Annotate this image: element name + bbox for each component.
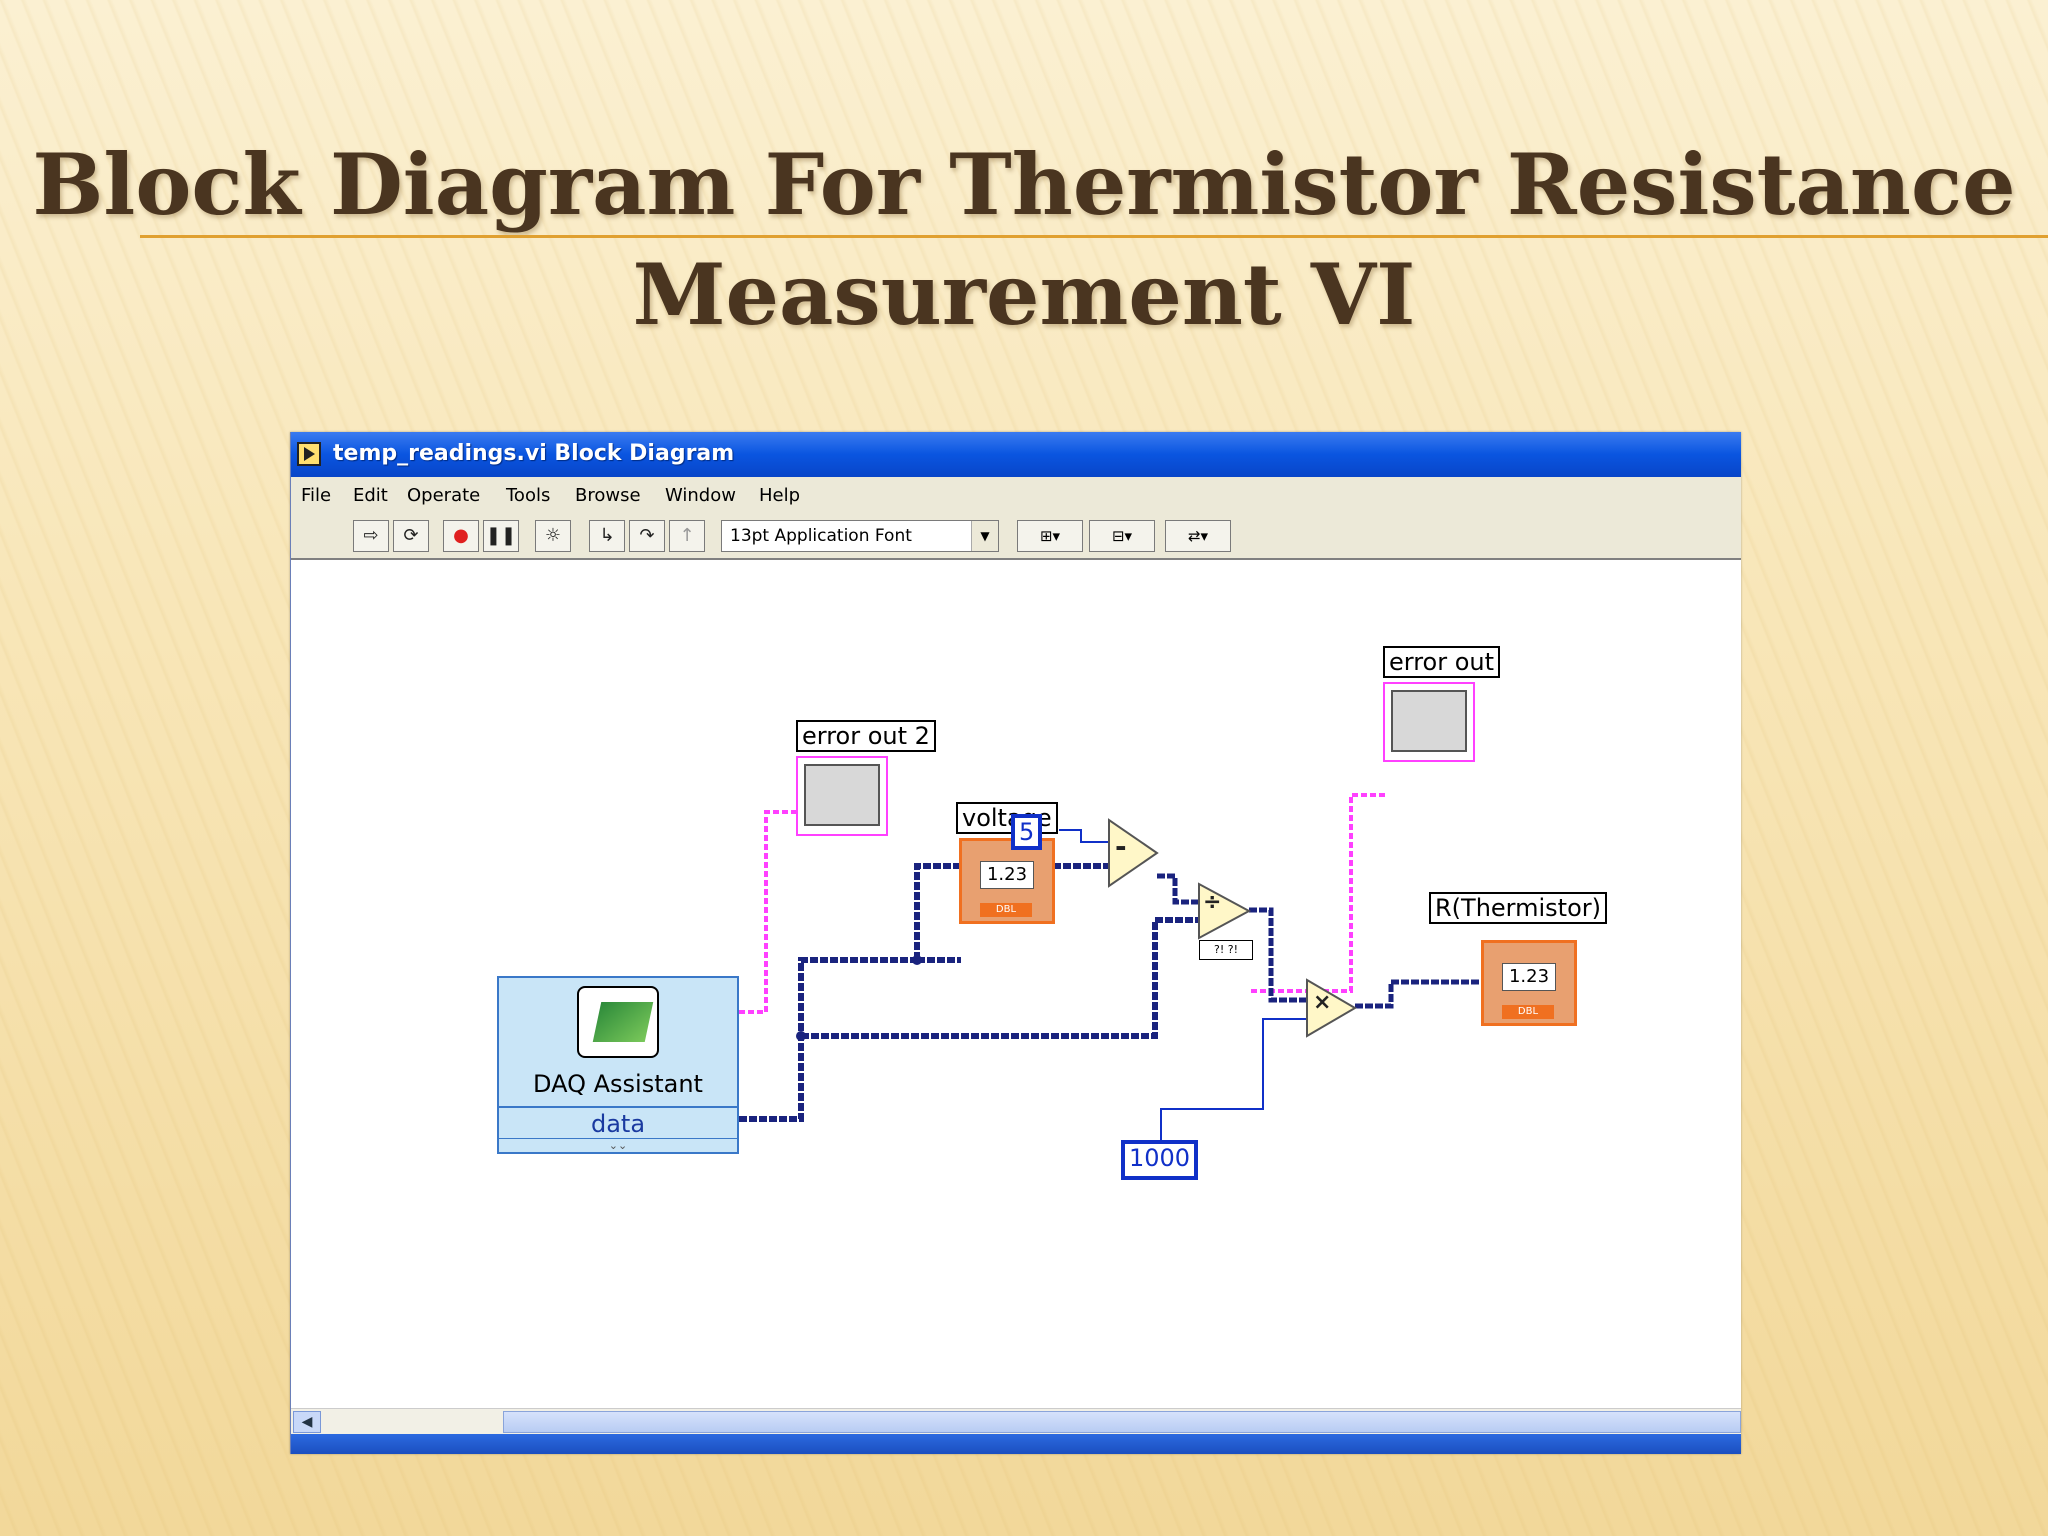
labview-window: temp_readings.vi Block Diagram File Edit… — [290, 432, 1741, 1454]
menu-file[interactable]: File — [301, 485, 332, 506]
daq-assistant-node[interactable]: DAQ Assistant data ⌄⌄ — [497, 976, 739, 1154]
data-wire-to-divide — [801, 917, 1199, 1039]
labview-app-icon — [297, 442, 321, 466]
data-wire-subtract-to-divide — [1157, 873, 1199, 905]
error-out-indicator[interactable] — [1383, 682, 1475, 762]
divide-symbol: ÷ — [1203, 890, 1222, 915]
constant-5[interactable]: 5 — [1011, 814, 1043, 850]
label-voltage: voltage — [956, 802, 1058, 834]
step-out-icon[interactable]: ↑ — [669, 520, 705, 552]
subtract-symbol: - — [1115, 830, 1127, 863]
reorder-icon[interactable]: ⇄▾ — [1165, 520, 1231, 552]
menu-help[interactable]: Help — [759, 485, 801, 506]
error-wire-divide-to-error-out — [1251, 793, 1385, 993]
pause-icon[interactable]: ❚❚ — [483, 520, 519, 552]
window-titlebar[interactable]: temp_readings.vi Block Diagram — [291, 432, 1741, 477]
toolbar: ⇨ ⟳ ● ❚❚ ☼ ↳ ↷ ↑ 13pt Application Font ▼… — [291, 513, 1741, 560]
abort-icon[interactable]: ● — [443, 520, 479, 552]
menu-tools[interactable]: Tools — [506, 485, 551, 506]
title-divider — [140, 235, 2048, 238]
daq-assistant-title: DAQ Assistant — [533, 1070, 703, 1098]
block-diagram-canvas[interactable]: - ÷ × ?! ?! DAQ Assistant data ⌄⌄ error … — [291, 560, 1741, 1408]
multiply-symbol: × — [1313, 990, 1332, 1015]
label-error-out-2: error out 2 — [796, 720, 936, 752]
wires-layer — [739, 793, 1483, 1140]
scroll-left-icon[interactable]: ◀ — [293, 1411, 321, 1433]
error-out-2-indicator[interactable] — [796, 756, 888, 836]
daq-card-icon — [577, 986, 659, 1058]
menu-browse[interactable]: Browse — [575, 485, 641, 506]
run-continuously-icon[interactable]: ⟳ — [393, 520, 429, 552]
r-thermistor-value: 1.23 — [1502, 963, 1556, 991]
menu-window[interactable]: Window — [665, 485, 736, 506]
data-wire-multiply-to-r — [1355, 979, 1483, 1009]
slide-title-line1: Block Diagram For Thermistor Resistance — [32, 135, 2016, 234]
menubar: File Edit Operate Tools Browse Window He… — [291, 477, 1741, 513]
window-bottom-bar — [291, 1434, 1741, 1454]
expand-chevron-icon[interactable]: ⌄⌄ — [499, 1138, 737, 1153]
daq-data-terminal[interactable]: data — [590, 1110, 646, 1138]
constant-1000[interactable]: 1000 — [1121, 1140, 1199, 1180]
menu-edit[interactable]: Edit — [353, 485, 388, 506]
horizontal-scrollbar[interactable]: ◀ — [291, 1408, 1741, 1435]
data-wire-divide-to-multiply — [1249, 907, 1307, 1003]
const-wire-5 — [1059, 829, 1109, 843]
divide-node — [1198, 882, 1252, 940]
subtract-node — [1108, 818, 1159, 888]
align-objects-icon[interactable]: ⊞▾ — [1017, 520, 1083, 552]
divide-error-indicator: ?! ?! — [1199, 940, 1253, 960]
const-wire-1000 — [1160, 1018, 1307, 1140]
error-wire-to-error-out-2 — [739, 810, 799, 1014]
voltage-type: DBL — [980, 903, 1032, 917]
distribute-objects-icon[interactable]: ⊟▾ — [1089, 520, 1155, 552]
chevron-down-icon: ▼ — [971, 521, 998, 551]
font-selector-value: 13pt Application Font — [730, 526, 912, 546]
r-thermistor-indicator[interactable]: 1.23 DBL — [1481, 940, 1577, 1026]
scroll-thumb[interactable] — [503, 1411, 1741, 1433]
slide-title: Block Diagram For Thermistor Resistance … — [0, 130, 2048, 350]
multiply-node — [1306, 978, 1357, 1038]
step-over-icon[interactable]: ↷ — [629, 520, 665, 552]
r-thermistor-type: DBL — [1502, 1005, 1554, 1019]
voltage-indicator[interactable]: 1.23 DBL — [959, 838, 1055, 924]
daq-separator — [499, 1106, 737, 1108]
slide-title-line2: Measurement VI — [632, 245, 1416, 344]
font-selector[interactable]: 13pt Application Font ▼ — [721, 520, 999, 552]
highlight-execution-icon[interactable]: ☼ — [535, 520, 571, 552]
label-r-thermistor: R(Thermistor) — [1429, 892, 1607, 924]
voltage-value: 1.23 — [980, 861, 1034, 889]
label-error-out: error out — [1383, 646, 1501, 678]
window-title: temp_readings.vi Block Diagram — [333, 441, 735, 466]
step-into-icon[interactable]: ↳ — [589, 520, 625, 552]
run-icon[interactable]: ⇨ — [353, 520, 389, 552]
menu-operate[interactable]: Operate — [407, 485, 481, 506]
